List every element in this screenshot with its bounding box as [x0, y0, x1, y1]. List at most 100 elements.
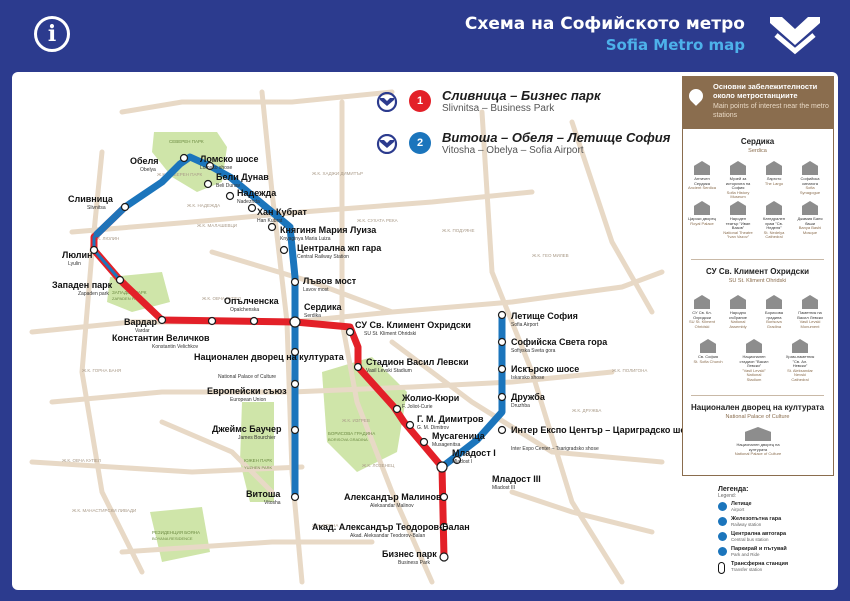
- theatre-icon: [730, 201, 746, 215]
- station-levski: [353, 362, 363, 372]
- label-druzhba: Дружба: [511, 392, 546, 402]
- label-han-kubrat: Хан Кубрат: [257, 207, 308, 217]
- ndk-icon: [745, 427, 771, 441]
- landmark-icon: [694, 161, 710, 175]
- mosque-icon: [802, 201, 818, 215]
- label-su: СУ Св. Климент Охридски: [355, 320, 471, 330]
- line-1-key: 1 Сливница – Бизнес парк Slivnitsa – Bus…: [372, 88, 672, 116]
- station-nadezhda: [225, 191, 235, 201]
- label-balan: Акад. Александър Теодоров-Балан: [312, 522, 470, 532]
- station-zapaden: [115, 275, 125, 285]
- station-lavov: [290, 277, 300, 287]
- station-obelya: [179, 153, 189, 163]
- poi-item[interactable]: Национален стадион "Васил Левски""Vasil …: [739, 339, 769, 383]
- university-icon: [694, 295, 710, 309]
- park-label-south: ЮЖЕН ПАРК: [244, 458, 272, 463]
- transfer-station-icon: [718, 562, 725, 574]
- svg-text:Ж.К. МАЛАШЕВЦИ: Ж.К. МАЛАШЕВЦИ: [197, 223, 237, 228]
- svg-text:Ж.К. ДРУЖБА: Ж.К. ДРУЖБА: [572, 408, 601, 413]
- label-beli-dunav: Бели Дунав: [216, 172, 269, 182]
- label-obelya: Обеля: [130, 156, 159, 166]
- poi-item[interactable]: Катедрален храм "Св. Неделя"St. Nedelya …: [759, 201, 789, 240]
- label-zapaden: Западен парк: [52, 280, 113, 290]
- metro-map[interactable]: Ж.К. СЕВЕРЕН ПАРК Ж.К. НАДЕЖДА Ж.К. МАЛА…: [12, 72, 838, 590]
- header: i Схема на Софийското метро Sofia Metro …: [0, 0, 850, 68]
- station-malinov: [439, 492, 449, 502]
- metro-logo-icon: [376, 134, 398, 154]
- svg-text:Han Kubrat: Han Kubrat: [257, 218, 283, 224]
- station-su: [345, 327, 355, 337]
- label-joliot: Жолио-Кюри: [401, 393, 459, 403]
- station-opalchenska: [249, 316, 259, 326]
- station-eu: [290, 379, 300, 389]
- legend-title: Легенда:: [718, 486, 749, 493]
- station-mladost3: [452, 455, 462, 465]
- station-labels: Обеля Obelya Ломско шосе Lomsko shose Бе…: [52, 154, 696, 566]
- label-nadezhda: Надежда: [237, 188, 277, 198]
- label-lyulin: Люлин: [62, 250, 92, 260]
- svg-text:Ж.К. ПОДУЯНЕ: Ж.К. ПОДУЯНЕ: [442, 228, 475, 233]
- label-musagenitsa: Мусагеница: [432, 431, 486, 441]
- station-joliot: [392, 404, 402, 414]
- line-1-badge: 1: [409, 90, 431, 112]
- park-label-residence-en: BOYANA RESIDENCE: [152, 536, 193, 541]
- poi-panel: Основни забележителности около метростан…: [682, 76, 834, 476]
- metro-map-panel: Ж.К. СЕВЕРЕН ПАРК Ж.К. НАДЕЖДА Ж.К. МАЛА…: [12, 72, 838, 590]
- label-slivnitsa: Сливница: [68, 194, 114, 204]
- label-vardar: Вардар: [124, 317, 157, 327]
- road-network: [29, 89, 665, 585]
- svg-text:Central Railway Station: Central Railway Station: [297, 254, 349, 260]
- svg-text:Iskarsko shose: Iskarsko shose: [511, 375, 545, 381]
- svg-text:Serdika: Serdika: [304, 313, 321, 319]
- label-opalchenska: Опълченска: [224, 296, 280, 306]
- svg-text:Ж.К. ЛОЗЕНЕЦ: Ж.К. ЛОЗЕНЕЦ: [362, 463, 395, 468]
- svg-text:Akad. Aleksandar Teodorov-Bala: Akad. Aleksandar Teodorov-Balan: [350, 533, 425, 539]
- station-slivnitsa: [120, 202, 130, 212]
- poi-panel-subtitle: Main points of interest near the metro s…: [713, 103, 829, 119]
- poi-item[interactable]: Народен театър "Иван Вазов"National Thea…: [723, 201, 753, 240]
- park-icon: [766, 295, 782, 309]
- label-malinov: Александър Малинов: [344, 492, 442, 502]
- station-vitosha: [290, 492, 300, 502]
- station-lomsko: [205, 161, 215, 171]
- museum-icon: [730, 161, 746, 175]
- label-sveta-gora: Софийска Света гора: [511, 337, 608, 347]
- station-markers[interactable]: [89, 153, 507, 562]
- svg-text:Ж.К. ГОРНА БАНЯ: Ж.К. ГОРНА БАНЯ: [82, 368, 121, 373]
- park-label-borisova-en: BORISOVA GRADINA: [328, 437, 368, 442]
- street-labels: Ж.К. СЕВЕРЕН ПАРК Ж.К. НАДЕЖДА Ж.К. МАЛА…: [62, 171, 647, 528]
- svg-text:Business Park: Business Park: [398, 560, 430, 566]
- station-ndk: [290, 347, 300, 357]
- park-and-ride-icon: [718, 547, 727, 556]
- info-icon[interactable]: i: [34, 16, 70, 52]
- station-airport: [497, 310, 507, 320]
- poi-item[interactable]: Храм-паметник "Св. Ал. Невски"St. Aleksa…: [785, 339, 815, 383]
- svg-text:National Palace of Culture: National Palace of Culture: [218, 374, 276, 380]
- divider: [691, 395, 824, 396]
- metro-logo-icon: [376, 92, 398, 112]
- map-pin-icon: [686, 86, 706, 106]
- svg-text:Ж.К. СЕВЕРЕН ПАРК: Ж.К. СЕВЕРЕН ПАРК: [157, 172, 203, 177]
- parliament-icon: [730, 295, 746, 309]
- svg-text:Druzhba: Druzhba: [511, 403, 530, 409]
- station-serdika: [289, 316, 301, 328]
- line-2-badge: 2: [409, 132, 431, 154]
- poi-section-title: Национален дворец на културата: [690, 403, 825, 412]
- svg-text:Beli Dunav: Beli Dunav: [216, 183, 241, 189]
